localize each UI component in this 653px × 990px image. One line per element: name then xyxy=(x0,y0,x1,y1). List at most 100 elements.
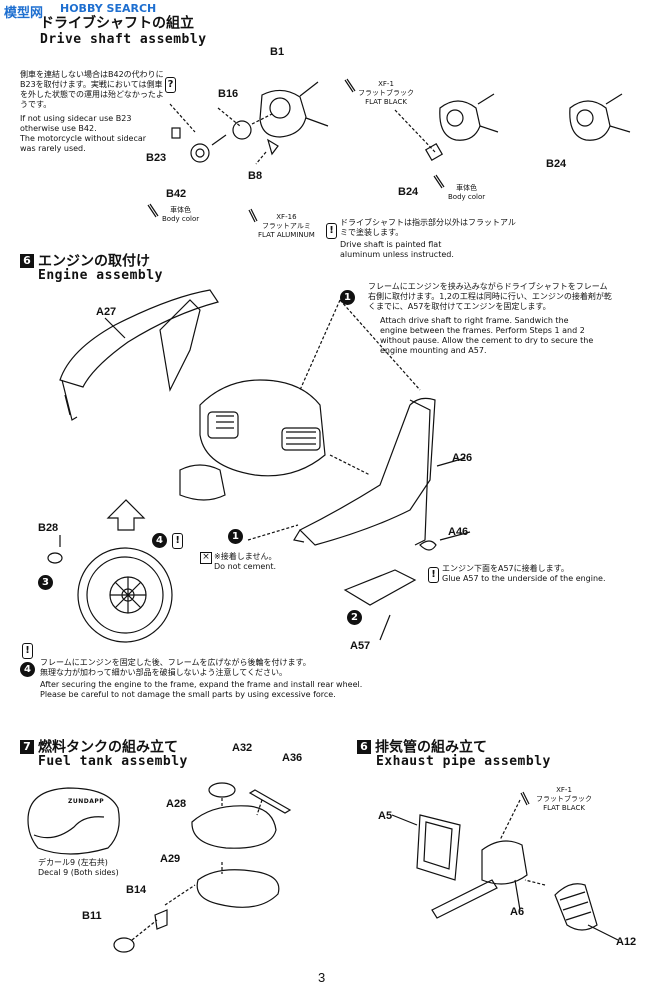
step6-circle-4: 4 ! xyxy=(152,528,184,549)
brush-exhaust-icon xyxy=(520,791,530,806)
step6-circle-4b: 4 xyxy=(20,657,35,677)
final-note-en-2: Please be careful to not damage the smal… xyxy=(40,690,336,699)
decal-note-jp: デカール9 (左右共) xyxy=(38,858,108,867)
step7-number: 7 xyxy=(20,739,34,754)
final-drive-housing-b1 xyxy=(259,89,307,138)
part-label-b42: B42 xyxy=(166,188,187,200)
step7-title-jp: 燃料タンクの組み立て xyxy=(38,739,178,756)
final-note-jp-2: 無理な力が加わって細かい部品を破損しないよう注意してください。 xyxy=(40,668,287,677)
no-cement-icon: × xyxy=(200,552,212,564)
step8-header: 6 排気管の組み立て xyxy=(357,736,487,757)
part-label-b24-a: B24 xyxy=(398,186,419,198)
frame-right-a26 xyxy=(298,397,436,546)
up-arrow-icon xyxy=(106,499,146,531)
part-label-b11: B11 xyxy=(82,910,102,922)
step5-header: ドライブシャフトの組立 xyxy=(40,12,194,33)
part-label-b24-b: B24 xyxy=(546,158,567,170)
page-number: 3 xyxy=(318,970,326,985)
heat-shield-a12 xyxy=(554,883,598,931)
cap-a32 xyxy=(208,782,236,798)
final-note-en-1: After securing the engine to the frame, … xyxy=(40,680,363,689)
step7-title-en: Fuel tank assembly xyxy=(38,754,188,769)
part-label-a28: A28 xyxy=(166,798,187,810)
part-b28 xyxy=(47,552,63,564)
caution-icon-a57: ! xyxy=(428,562,439,583)
tank-top-a28 xyxy=(191,805,277,849)
part-label-a29: A29 xyxy=(160,853,181,865)
final-note-jp-1: フレームにエンジンを固定した後、フレームを広げながら後輪を付けます。 xyxy=(40,658,311,667)
part-a46 xyxy=(419,540,437,551)
muffler-a6 xyxy=(481,840,528,885)
brush-body2-icon xyxy=(433,174,445,189)
part-label-b23: B23 xyxy=(146,152,167,164)
part-label-a12: A12 xyxy=(616,936,637,948)
no-cement-en: Do not cement. xyxy=(214,562,277,571)
shaft-note-en-1: Drive shaft is painted flat xyxy=(340,240,442,249)
caution-icon-shaft: ! xyxy=(326,218,337,239)
joint-b16 xyxy=(232,120,252,140)
part-label-a26: A26 xyxy=(452,452,473,464)
step6-instr-en-4: engine mounting and A57. xyxy=(380,346,487,355)
gear-b42 xyxy=(190,143,210,163)
frame-left-a27 xyxy=(59,289,219,388)
part-b11 xyxy=(113,937,135,953)
step6-title-en: Engine assembly xyxy=(38,268,163,283)
part-b24-shaft xyxy=(424,142,444,162)
a57-note-jp: エンジン下面をA57に接着します。 xyxy=(442,564,569,573)
step6-instr-en-2: engine between the frames. Perform Steps… xyxy=(380,326,585,335)
no-cement-jp: ※接着しません。 xyxy=(214,552,277,561)
part-label-b8: B8 xyxy=(248,170,263,182)
step5-title-jp: ドライブシャフトの組立 xyxy=(40,15,194,32)
tank-bottom-a29 xyxy=(196,869,280,908)
shaft-note-jp: ドライブシャフトは指示部分以外はフラットアルミで塗装します。 xyxy=(340,218,516,237)
step8-title-jp: 排気管の組み立て xyxy=(375,739,487,756)
step6-title-jp: エンジンの取付け xyxy=(38,253,150,270)
part-label-a6: A6 xyxy=(510,906,525,918)
part-a57 xyxy=(343,569,417,606)
decal-note-en: Decal 9 (Both sides) xyxy=(38,868,119,877)
strip-a36 xyxy=(248,789,292,814)
part-label-a36: A36 xyxy=(282,752,303,764)
part-label-a32: A32 xyxy=(232,742,253,754)
step8-number: 6 xyxy=(357,739,371,754)
step5-title-en: Drive shaft assembly xyxy=(40,32,207,47)
part-label-b14: B14 xyxy=(126,884,147,896)
step6-instr-en-3: without pause. Allow the cement to dry t… xyxy=(380,336,594,345)
part-label-b28: B28 xyxy=(38,522,59,534)
caution-icon-final: ! xyxy=(22,638,33,659)
drive-assembly-2 xyxy=(569,100,611,141)
step6-circle-3: 3 xyxy=(38,570,53,590)
part-label-a57: A57 xyxy=(350,640,371,652)
caution-icon: ? xyxy=(165,72,176,93)
brush-xf1-icon xyxy=(344,78,356,93)
step6-instr-en-1: Attach drive shaft to right frame. Sandw… xyxy=(380,316,569,325)
a57-note-en: Glue A57 to the underside of the engine. xyxy=(442,574,606,583)
watermark-tag: HOBBY SEARCH xyxy=(60,2,157,15)
sidecar-note-en-1: If not using sidecar use B23 xyxy=(20,114,132,123)
step6-number: 6 xyxy=(20,253,34,268)
brush-xf16-icon xyxy=(248,208,258,223)
bracket-a5 xyxy=(416,814,461,881)
part-label-a46: A46 xyxy=(448,526,469,538)
watermark-site: 模型网 xyxy=(4,6,44,21)
part-label-a27: A27 xyxy=(96,306,117,318)
sidecar-note-en-4: was rarely used. xyxy=(20,144,86,153)
tank-decal-view xyxy=(27,787,120,855)
cap-b23 xyxy=(171,127,181,139)
engine-block xyxy=(199,379,326,477)
step6-instr-jp: フレームにエンジンを挟み込みながらドライブシャフトをフレーム右側に取付けます。1… xyxy=(368,282,612,311)
sidecar-note-en-3: The motorcycle without sidecar xyxy=(20,134,147,143)
step6-circle-1: 1 xyxy=(340,285,355,305)
brush-body-icon xyxy=(147,203,159,218)
part-label-b1: B1 xyxy=(270,46,285,58)
step7-header: 7 燃料タンクの組み立て xyxy=(20,736,178,757)
gearbox xyxy=(179,464,226,501)
sidecar-note-jp: 側車を連結しない場合はB42の代わりにB23を取付けます。実戦においては側車を外… xyxy=(20,70,164,109)
step6-circle-1b: 1 xyxy=(228,524,243,544)
